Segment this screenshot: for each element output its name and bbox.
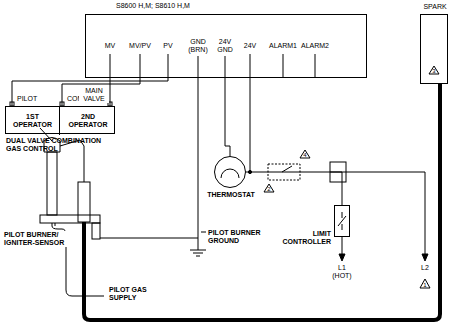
node-label: THERMOSTAT — [195, 191, 267, 199]
operator-box: 1ST OPERATOR — [6, 107, 59, 135]
wire — [246, 172, 342, 205]
terminal-label: MV — [104, 42, 117, 50]
gas-control-box: DUAL VALVE COMBINATION GAS CONTROL1ST OP… — [5, 106, 115, 134]
terminal-label: PV — [162, 42, 173, 50]
terminal-label: GND (BRN) — [185, 38, 211, 54]
node-label: DUAL VALVE COMBINATION GAS CONTROL — [6, 137, 118, 153]
terminal-label: 24V GND — [214, 38, 236, 54]
node-label: 2ND OPERATOR — [65, 113, 112, 129]
terminal-label: PILOT GAS SUPPLY — [108, 286, 160, 302]
callout-number: 1 — [422, 282, 427, 288]
terminal-label: 24V — [243, 42, 257, 50]
wire — [62, 78, 140, 106]
terminal-label: L2 — [420, 264, 430, 272]
terminal-label: ALARM2 — [300, 42, 330, 50]
terminal-label: L1 (HOT) — [329, 264, 355, 280]
terminal-label: PILOT BURNER/ IGNITER-SENSOR — [3, 231, 71, 247]
terminal-label: MV/PV — [128, 42, 152, 50]
node-label: LIMIT CONTROLLER — [271, 230, 331, 246]
callout-number: 3 — [431, 68, 436, 74]
operator-box: 2ND OPERATOR — [59, 107, 116, 135]
terminal-label: ALARM1 — [268, 42, 298, 50]
thermostat-circle: THERMOSTAT — [214, 156, 246, 188]
callout-number: 4 — [302, 152, 307, 158]
terminal-label: MAIN VALVE — [79, 87, 109, 103]
wire — [225, 78, 230, 156]
node-label: 1ST OPERATOR — [11, 113, 54, 129]
node-label: SPARK — [415, 3, 455, 11]
node-label: S8600 H,M; S8610 H,M — [116, 2, 190, 10]
terminal-label: PILOT — [16, 95, 38, 103]
wire — [12, 78, 168, 106]
limit-controller: LIMIT CONTROLLER — [334, 205, 350, 237]
terminal-label: PILOT BURNER GROUND — [207, 229, 271, 245]
wire — [110, 78, 111, 106]
callout-number: 2 — [266, 186, 271, 192]
